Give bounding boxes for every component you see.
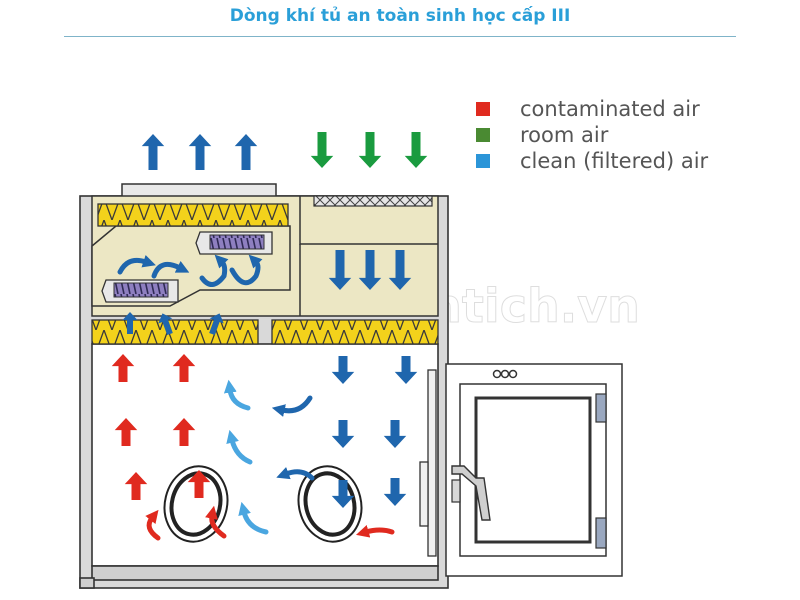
chamber-downflow-arrow: [394, 356, 418, 384]
plenum-circulation-arrow: [229, 254, 263, 286]
chamber-downflow-arrow: [331, 356, 355, 384]
chamber-downflow-arrow: [331, 480, 355, 508]
mixed-air-curve: [238, 501, 269, 535]
mixed-air-curve: [226, 429, 253, 465]
exhaust-arrow: [188, 134, 212, 170]
contaminated-air-curve: [205, 505, 227, 539]
legend-label: clean (filtered) air: [520, 149, 709, 173]
legend-label: room air: [520, 123, 609, 147]
contaminated-air-arrow: [187, 470, 211, 498]
exhaust-arrow: [234, 134, 258, 170]
plenum-circulation-arrow: [117, 255, 156, 275]
red-square-icon: [476, 102, 490, 116]
lower-fan: [101, 279, 179, 303]
intake-grille: [313, 195, 433, 207]
room-air-arrow: [404, 132, 428, 168]
contaminated-air-arrow: [124, 472, 148, 500]
supply-hepa-filter-left: [91, 319, 259, 345]
side-rail: [419, 369, 437, 557]
room-air-arrow: [310, 132, 334, 168]
plenum-downflow-arrow: [358, 250, 382, 290]
contaminated-air-curve: [145, 509, 161, 541]
glove-port-left: [163, 465, 229, 543]
door-latch: [451, 479, 461, 503]
clean-air-curve: [276, 467, 315, 481]
supply-hepa-filter-right: [271, 319, 439, 345]
chamber-downflow-arrow: [383, 478, 407, 506]
room-air-arrow: [358, 132, 382, 168]
chamber-downflow-arrow: [331, 420, 355, 448]
page-title: Dòng khí tủ an toàn sinh học cấp III: [229, 6, 571, 26]
plenum-downflow-arrow: [388, 250, 412, 290]
contaminated-air-arrow: [114, 418, 138, 446]
airflow-arrows: [111, 132, 428, 541]
plenum-downflow-arrow: [328, 250, 352, 290]
upper-fan: [195, 231, 273, 255]
contaminated-air-curve: [355, 525, 395, 538]
pass-through-box: [445, 363, 623, 577]
filter-upflow-arrow: [209, 313, 224, 336]
filter-upflow-arrow: [158, 313, 173, 336]
exhaust-hepa-filter: [97, 203, 289, 227]
filter-upflow-arrow: [122, 312, 138, 334]
plenum-circulation-arrow: [199, 254, 229, 287]
contaminated-air-arrow: [111, 354, 135, 382]
mixed-air-curve: [223, 379, 251, 411]
contaminated-air-arrow: [172, 354, 196, 382]
chamber-downflow-arrow: [383, 420, 407, 448]
door-handle: [451, 465, 491, 521]
plenum-circulation-arrow: [151, 261, 190, 279]
glove-port-right: [297, 465, 363, 543]
blue-square-icon: [476, 154, 490, 168]
title-divider: [64, 36, 736, 37]
contaminated-air-arrow: [172, 418, 196, 446]
pass-through-hinges: [595, 393, 607, 549]
exhaust-arrow: [141, 134, 165, 170]
clean-air-curve: [271, 395, 313, 417]
green-square-icon: [476, 128, 490, 142]
legend-label: contaminated air: [520, 97, 700, 121]
